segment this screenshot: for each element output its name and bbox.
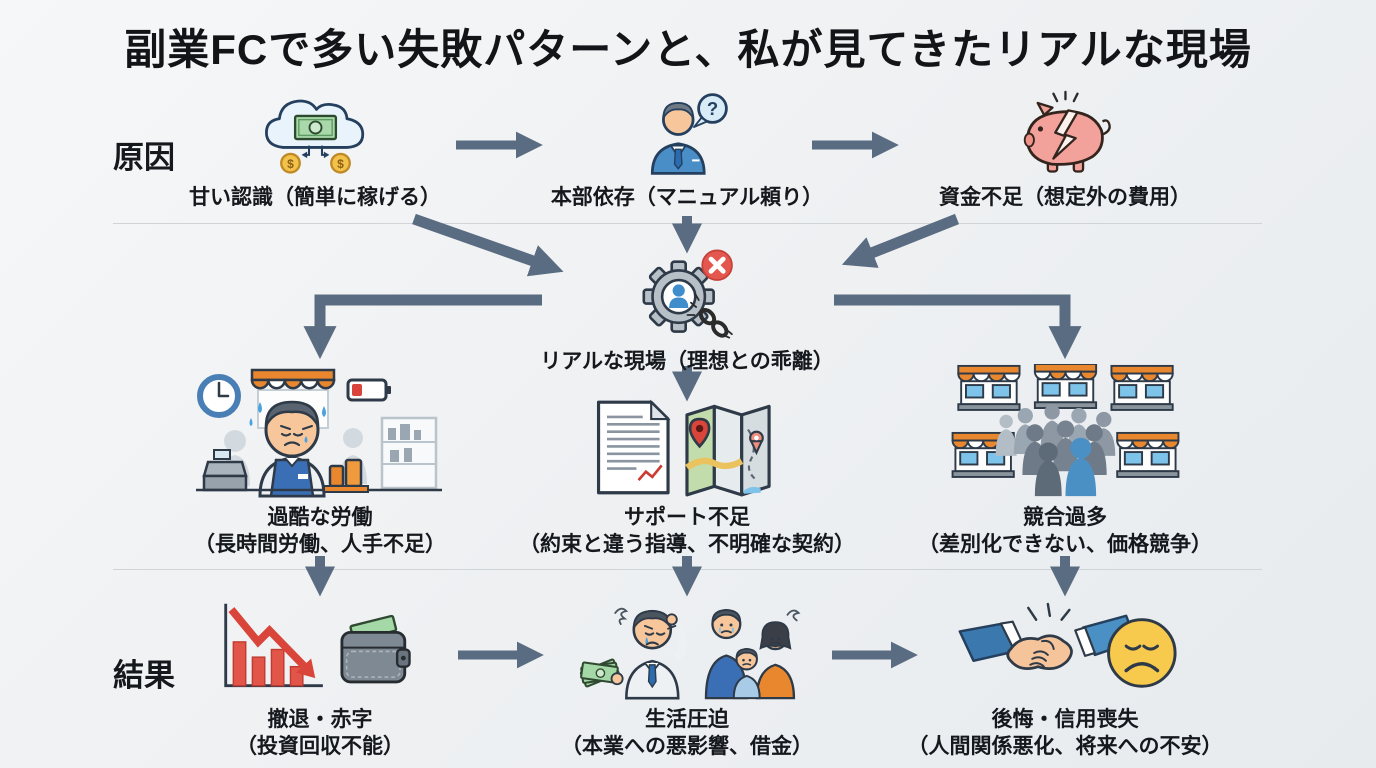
page-title: 副業FCで多い失敗パターンと、私が見てきたリアルな現場	[124, 26, 1252, 73]
node-subcaption: （人間関係悪化、将来への不安）	[907, 735, 1223, 758]
node-caption: 過酷な労働	[267, 506, 373, 529]
svg-text:$: $	[337, 157, 344, 171]
section-divider-top	[113, 223, 1262, 224]
arrow-center-to-problem3	[834, 294, 1082, 360]
row-label-cause: 原因	[113, 140, 175, 175]
arrow-cause3-to-center	[841, 213, 960, 268]
node-subcaption: （約束と違う指導、不明確な契約）	[519, 533, 855, 556]
node-caption: 甘い認識（簡単に稼げる）	[189, 186, 441, 209]
node-caption: 生活圧迫	[645, 708, 729, 731]
node-cause-hq-dependence: ? 本部依存（マニュアル頼り）	[512, 90, 862, 211]
stressed-family-icon	[579, 607, 801, 700]
node-subcaption: （長時間労働、人手不足）	[194, 533, 446, 556]
broken-piggy-bank-icon	[1023, 90, 1111, 173]
node-caption: 後悔・信用喪失	[991, 708, 1139, 731]
node-caption: サポート不足	[624, 506, 750, 529]
row-label-result: 結果	[113, 658, 175, 693]
money-cloud-icon: $ $	[264, 99, 364, 174]
node-cause-lack-of-funds: 資金不足（想定外の費用）	[905, 90, 1225, 211]
node-caption: 資金不足（想定外の費用）	[939, 186, 1191, 209]
handshake-sad-face-icon	[958, 602, 1177, 688]
declining-chart-wallet-icon	[224, 603, 411, 688]
person-question-icon: ?	[650, 93, 728, 175]
node-subcaption: （差別化できない、価格競争）	[918, 533, 1212, 556]
node-subcaption: （本業への悪影響、借金）	[561, 735, 813, 758]
arrow-center-to-problem1	[303, 294, 542, 360]
node-result-withdrawal-deficit: 撤退・赤字 （投資回収不能）	[145, 598, 495, 760]
node-caption: 競合過多	[1023, 506, 1107, 529]
svg-text:?: ?	[706, 98, 717, 119]
node-problem-harsh-labor: 過酷な労働 （長時間労働、人手不足）	[145, 362, 495, 558]
section-divider-bottom	[113, 569, 1262, 570]
node-problem-lack-of-support: サポート不足 （約束と違う指導、不明確な契約）	[497, 362, 877, 558]
node-center-reality: リアルな現場（理想との乖離）	[517, 246, 857, 375]
gear-mismatch-broken-chain-icon	[642, 249, 733, 339]
node-caption: 本部依存（マニュアル頼り）	[550, 186, 824, 209]
overworked-shopkeeper-icon	[196, 368, 442, 498]
node-cause-easy-money: $ $ 甘い認識（簡単に稼げる）	[165, 90, 465, 211]
node-caption: リアルな現場（理想との乖離）	[540, 350, 834, 373]
node-result-regret: 後悔・信用喪失 （人間関係悪化、将来への不安）	[870, 598, 1260, 760]
crowded-storefronts-icon	[951, 364, 1179, 497]
svg-text:$: $	[287, 157, 294, 171]
node-subcaption: （投資回収不能）	[236, 735, 404, 758]
node-caption: 撤退・赤字	[267, 708, 373, 731]
node-problem-competition: 競合過多 （差別化できない、価格競争）	[875, 362, 1255, 558]
node-result-life-pressure: 生活圧迫 （本業への悪影響、借金）	[497, 598, 877, 760]
document-map-icon	[596, 399, 771, 497]
